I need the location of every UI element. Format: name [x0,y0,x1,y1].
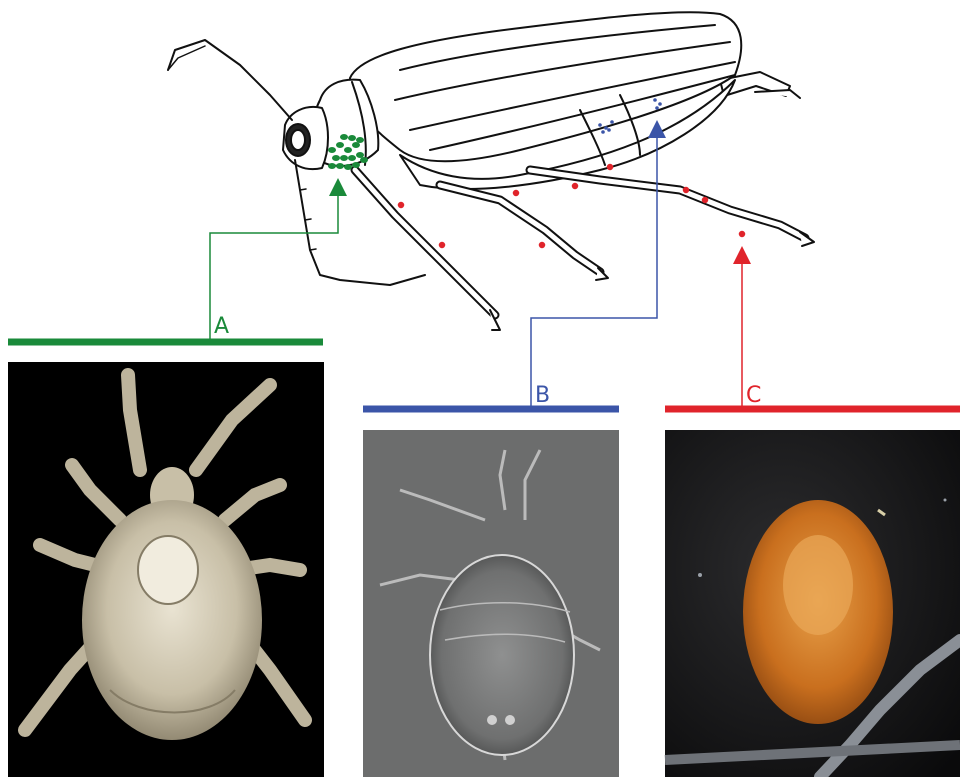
arrowhead-c [733,246,751,264]
connector-c [665,263,960,409]
panel-b-micrograph [363,430,619,777]
beetle-drawing [168,12,814,330]
label-b: B [535,383,550,408]
label-a: A [214,314,229,339]
arrowhead-a [329,178,347,196]
panel-c-photo [665,430,960,777]
connector-a [8,195,338,342]
arrowhead-b [648,120,666,138]
label-c: C [746,383,761,408]
panel-a-sem-image [8,362,324,777]
